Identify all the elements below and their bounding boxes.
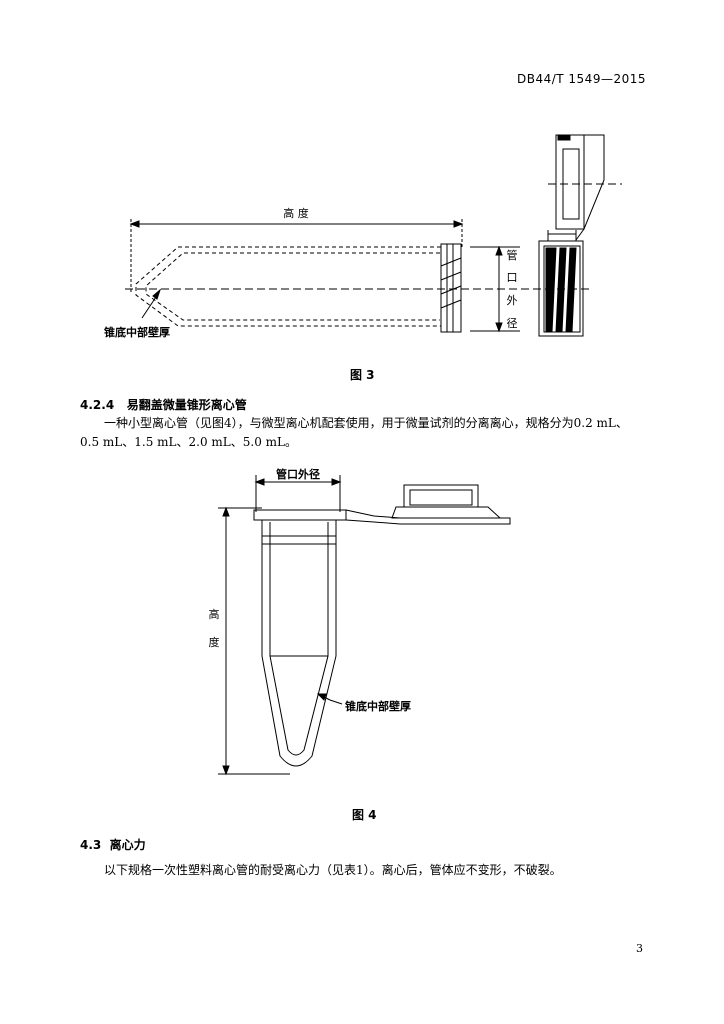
figure-3-drawing: 高 度 管 口 外 径 锥底中部壁厚 [104,134,622,339]
section-4-2-4-para-line2: 0.5 mL、1.5 mL、2.0 mL、5.0 mL。 [80,435,297,449]
section-number: 4.2.4 [80,398,115,412]
fig3-height-label: 高 度 [283,206,309,220]
fig3-mouth-char-3: 外 [507,294,518,307]
figure-4-caption: 图 4 [352,808,377,822]
fig4-bottom-wall-label: 锥底中部壁厚 [345,699,411,713]
figure-4-drawing: 管口外径 高 度 锥底中部壁厚 [209,467,511,776]
section-number: 4.3 [80,838,102,852]
standard-code: DB44/T 1549—2015 [516,72,646,86]
section-4-3-para: 以下规格一次性塑料离心管的耐受离心力（见表1）。离心后，管体应不变形，不破裂。 [104,863,562,877]
section-title: 易翻盖微量锥形离心管 [126,398,247,412]
figure-3-caption: 图 3 [350,368,375,382]
section-4-2-4-heading: 4.2.4 易翻盖微量锥形离心管 [80,396,247,413]
fig3-bottom-wall-label: 锥底中部壁厚 [104,325,170,339]
section-4-3-heading: 4.3 离心力 [80,836,146,853]
section-4-2-4-para-line1: 一种小型离心管（见图4），与微型离心机配套使用，用于微量试剂的分离离心，规格分为… [104,416,628,430]
fig3-mouth-char-2: 口 [507,271,518,284]
page-number: 3 [636,942,643,955]
fig3-mouth-char-1: 管 [507,248,518,262]
fig4-mouth-label: 管口外径 [276,467,320,481]
fig3-mouth-char-4: 径 [507,317,518,330]
fig4-height-char-2: 度 [209,635,220,649]
fig4-height-char-1: 高 [209,607,220,621]
section-title: 离心力 [109,838,146,852]
